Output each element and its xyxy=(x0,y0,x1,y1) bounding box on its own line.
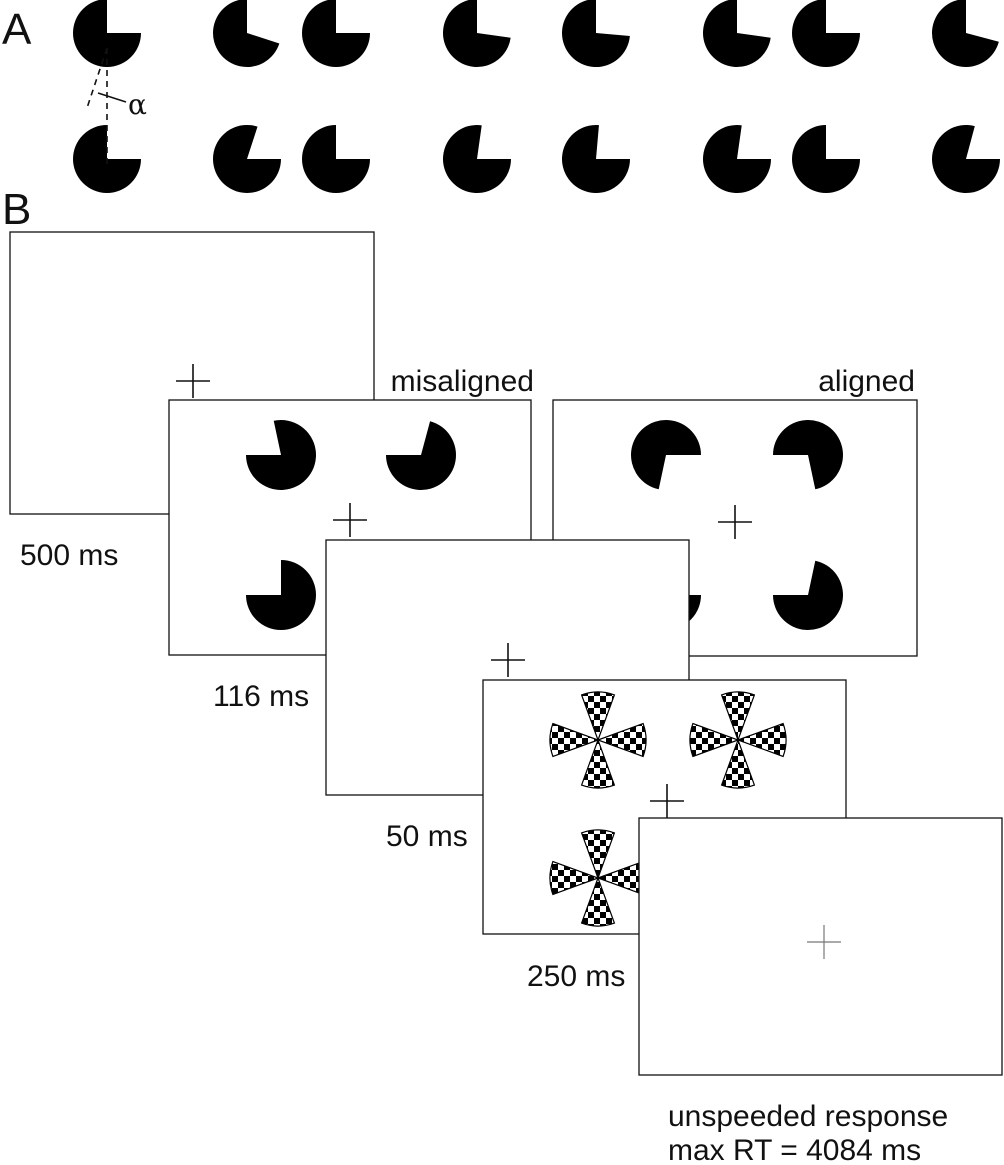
checkerboard-star xyxy=(549,691,647,789)
pacman-top-right xyxy=(773,420,843,490)
pacman-top xyxy=(73,0,141,67)
pacman-bottom xyxy=(792,125,860,193)
pacman-top-right xyxy=(386,421,456,490)
panel-a-letter: A xyxy=(2,5,32,54)
fixation-cross-icon xyxy=(333,503,367,537)
pacman-top-left xyxy=(631,420,701,490)
pacman-bottom-left xyxy=(246,560,316,630)
misaligned-inducers xyxy=(246,419,456,630)
checkerboard-star xyxy=(549,829,647,927)
panel-a-inducer-pairs xyxy=(73,0,1001,194)
fixation-cross-icon xyxy=(807,925,841,959)
fixation-cross-icon xyxy=(491,643,525,677)
pacman-top xyxy=(562,0,630,67)
pacman-bottom xyxy=(702,124,771,193)
pacman-bottom xyxy=(302,125,370,193)
angle-alpha-label: α xyxy=(128,88,147,121)
pacman-bottom xyxy=(932,125,1001,194)
timing-inducers: 116 ms xyxy=(213,680,309,713)
pacman-top xyxy=(302,0,370,67)
pacman-top xyxy=(703,0,771,67)
label-aligned: aligned xyxy=(818,365,915,398)
pacman-top xyxy=(932,0,999,67)
panel-b-letter: B xyxy=(2,185,31,234)
pacman-bottom xyxy=(212,124,281,193)
timing-mask: 250 ms xyxy=(527,960,625,993)
pacman-top xyxy=(443,0,511,67)
pacman-top xyxy=(792,0,860,67)
angle-alpha-annotation: α xyxy=(86,47,147,168)
timing-fixation: 500 ms xyxy=(20,539,118,572)
response-text: unspeeded response xyxy=(668,1100,948,1133)
pacman-bottom xyxy=(443,124,511,193)
pacman-top xyxy=(213,0,280,67)
checkerboard-masks xyxy=(549,691,787,927)
timing-blank: 50 ms xyxy=(386,820,468,853)
frame-response xyxy=(638,817,1003,1076)
pacman-top-left xyxy=(246,419,316,490)
pacman-bottom xyxy=(562,125,630,194)
fixation-cross-icon xyxy=(176,364,210,398)
max-rt-text: max RT = 4084 ms xyxy=(668,1134,921,1165)
label-misaligned: misaligned xyxy=(391,365,534,398)
pacman-bottom-right xyxy=(773,560,843,630)
fixation-cross-icon xyxy=(650,784,684,818)
fixation-cross-icon xyxy=(718,505,752,539)
checkerboard-star xyxy=(689,691,787,789)
